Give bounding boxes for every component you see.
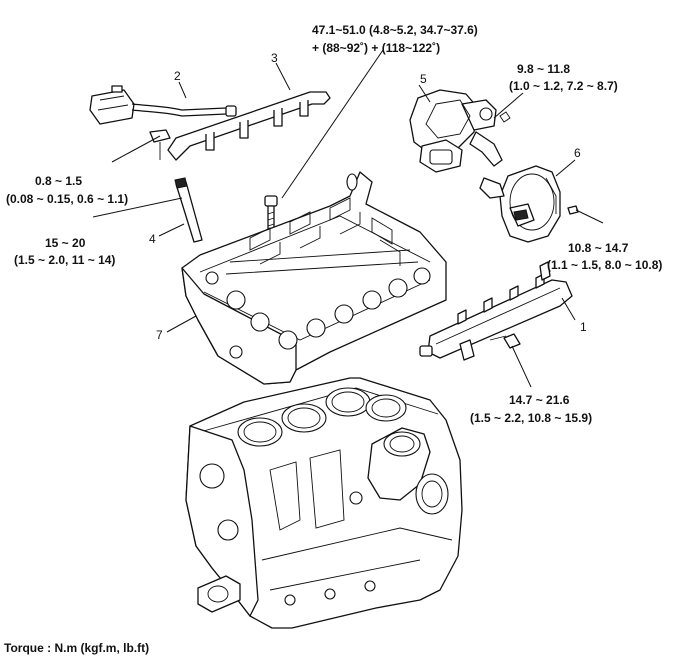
part-number-6: 6 <box>574 146 581 160</box>
part-number-2: 2 <box>174 69 181 83</box>
part1-torque-line2: (1.5 ~ 2.2, 10.8 ~ 15.9) <box>470 411 592 425</box>
water-outlet-housing <box>409 89 511 173</box>
torque-units-legend: Torque : N.m (kgf.m, lb.ft) <box>4 641 149 655</box>
part-number-3: 3 <box>271 51 278 65</box>
part5-torque-line2: (1.0 ~ 1.2, 7.2 ~ 8.7) <box>509 79 618 93</box>
cylinder-block <box>185 377 463 629</box>
glow-plug-plate <box>167 91 331 161</box>
bolt-3-torque-line2: + (88~92˚) + (118~122˚) <box>312 41 440 55</box>
part-number-1: 1 <box>580 320 587 334</box>
part6-torque-line2: (1.1 ~ 1.5, 8.0 ~ 10.8) <box>547 258 662 272</box>
leader-lines <box>92 49 604 388</box>
vacuum-pump <box>479 165 579 243</box>
part-number-labels: 1 2 3 4 5 6 7 <box>149 51 587 342</box>
part-number-5: 5 <box>420 72 427 86</box>
torque-callouts: 47.1~51.0 (4.8~5.2, 34.7~37.6) + (88~92˚… <box>6 23 662 425</box>
part1-torque-line1: 14.7 ~ 21.6 <box>509 393 570 407</box>
bolt-3-torque-line1: 47.1~51.0 (4.8~5.2, 34.7~37.6) <box>312 23 478 37</box>
part4-torque-line1: 15 ~ 20 <box>45 236 86 250</box>
part-number-4: 4 <box>149 232 156 246</box>
part2-torque-line2: (0.08 ~ 0.15, 0.6 ~ 1.1) <box>6 192 128 206</box>
fuel-rail <box>419 261 573 361</box>
glow-plug <box>174 177 203 243</box>
part6-torque-line1: 10.8 ~ 14.7 <box>568 241 629 255</box>
part4-torque-line2: (1.5 ~ 2.0, 11 ~ 14) <box>14 253 115 267</box>
cylinder-head <box>181 171 447 385</box>
part2-torque-line1: 0.8 ~ 1.5 <box>35 174 82 188</box>
part-number-7: 7 <box>156 328 163 342</box>
part5-torque-line1: 9.8 ~ 11.8 <box>517 62 570 76</box>
